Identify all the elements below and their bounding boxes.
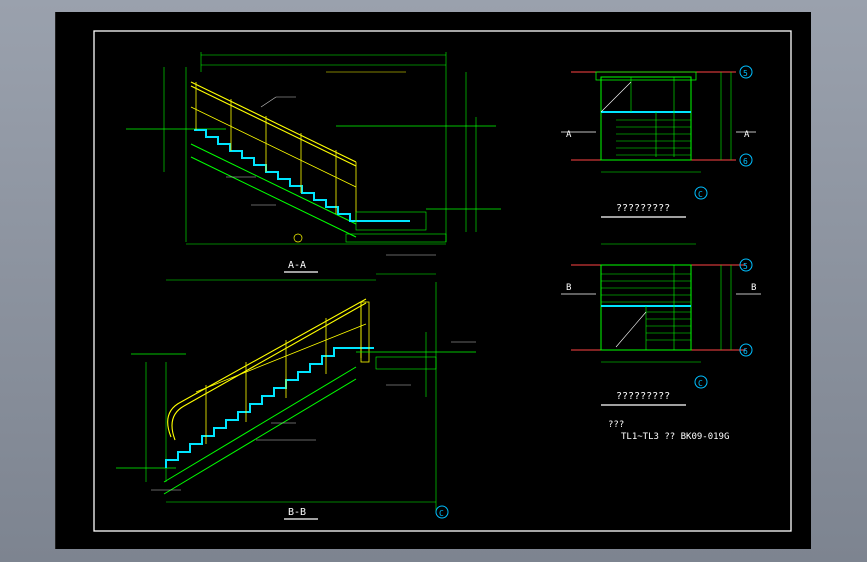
grid-bubble-6-plan1-label: 6: [743, 157, 748, 166]
grid-bubble-c-plan1-label: C: [698, 190, 703, 199]
grid-bubble-5-plan1-label: 5: [743, 69, 748, 78]
grid-bubble-5-plan2: [739, 258, 753, 272]
grid-bubble-6-plan2-label: 6: [743, 347, 748, 356]
grid-bubble-6-plan2: [739, 343, 753, 357]
plan1-cut-mark-right: A: [744, 130, 750, 140]
grid-bubble-c-plan2: [694, 375, 708, 389]
drawing-canvas[interactable]: A-A C B-B: [56, 12, 811, 549]
grid-bubble-6-plan1: [739, 153, 753, 167]
cad-drawing-sheet: A-A C B-B: [55, 12, 811, 549]
section-a-a-label: A-A: [288, 260, 306, 271]
plan2-cut-mark-right: B: [751, 283, 756, 293]
plan2-title: ?????????: [616, 391, 670, 402]
stair-plan-second: [561, 243, 761, 363]
grid-bubble-5-plan2-label: 5: [743, 262, 748, 271]
grid-bubble-c-plan1: [694, 186, 708, 200]
grid-bubble-c-bb: [435, 505, 449, 519]
plan1-title: ?????????: [616, 203, 670, 214]
stair-plan-first: [561, 71, 756, 173]
grid-bubble-c-plan2-label: C: [698, 379, 703, 388]
drawing-frame: [93, 30, 792, 532]
note-heading: ???: [608, 420, 624, 430]
grid-bubble-c-bb-label: C: [439, 509, 444, 518]
section-a-a-drawing: [126, 52, 501, 256]
plan2-cut-mark-left: B: [566, 283, 571, 293]
section-b-b-drawing: [116, 273, 476, 512]
note-body: TL1~TL3 ?? BK09-019G: [621, 432, 729, 442]
grid-bubble-5-plan1: [739, 65, 753, 79]
plan1-cut-mark-left: A: [566, 130, 572, 140]
section-b-b-label: B-B: [288, 507, 306, 518]
